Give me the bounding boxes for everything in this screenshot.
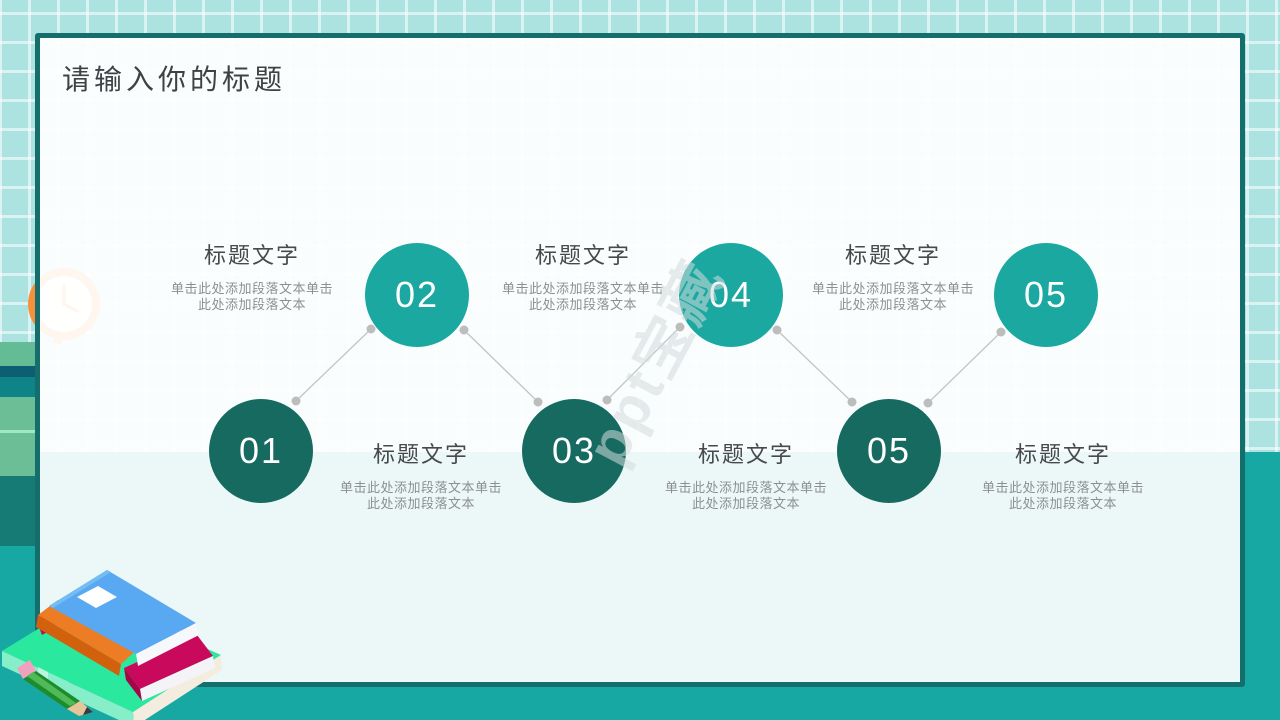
step-desc-line2: 此处添加段落文本 [1008, 496, 1117, 511]
step-heading: 标题文字 [697, 442, 794, 467]
step-heading: 标题文字 [1014, 442, 1111, 467]
step-circle-05-bottom: 05 [837, 399, 941, 503]
step-number: 04 [708, 274, 754, 315]
page-title: 请输入你的标题 [62, 64, 287, 95]
step-desc-line1: 单击此处添加段落文本单击 [981, 480, 1144, 495]
step-description: 单击此处添加段落文本单击 此处添加段落文本 [768, 281, 1018, 313]
step-description: 单击此处添加段落文本单击 此处添加段落文本 [296, 480, 546, 512]
step-desc-line2: 此处添加段落文本 [366, 496, 475, 511]
step-circle-04: 04 [679, 243, 783, 347]
bookshelf-strip [0, 433, 35, 476]
step-text-04: 标题文字 单击此处添加段落文本单击 此处添加段落文本 [458, 238, 708, 313]
step-heading: 标题文字 [372, 442, 469, 467]
step-text-02: 标题文字 单击此处添加段落文本单击 此处添加段落文本 [127, 238, 377, 313]
step-desc-line2: 此处添加段落文本 [838, 297, 947, 312]
step-circle-05-top: 05 [994, 243, 1098, 347]
step-number: 01 [238, 430, 284, 471]
step-desc-line1: 单击此处添加段落文本单击 [170, 281, 333, 296]
step-heading: 标题文字 [844, 243, 941, 268]
step-circle-01: 01 [209, 399, 313, 503]
step-desc-line1: 单击此处添加段落文本单击 [501, 281, 664, 296]
bookshelf-strip [0, 430, 35, 433]
step-desc-line1: 单击此处添加段落文本单击 [664, 480, 827, 495]
step-description: 单击此处添加段落文本单击 此处添加段落文本 [621, 480, 871, 512]
step-description: 单击此处添加段落文本单击 此处添加段落文本 [127, 281, 377, 313]
step-heading: 标题文字 [203, 243, 300, 268]
step-description: 单击此处添加段落文本单击 此处添加段落文本 [458, 281, 708, 313]
step-desc-line1: 单击此处添加段落文本单击 [811, 281, 974, 296]
step-text-05-bottom: 标题文字 单击此处添加段落文本单击 此处添加段落文本 [938, 437, 1188, 512]
step-desc-line1: 单击此处添加段落文本单击 [339, 480, 502, 495]
step-circle-03: 03 [522, 399, 626, 503]
step-desc-line2: 此处添加段落文本 [528, 297, 637, 312]
step-number: 03 [551, 430, 597, 471]
step-desc-line2: 此处添加段落文本 [197, 297, 306, 312]
step-desc-line2: 此处添加段落文本 [691, 496, 800, 511]
bookshelf-strip [0, 366, 35, 377]
step-text-03: 标题文字 单击此处添加段落文本单击 此处添加段落文本 [621, 437, 871, 512]
bookshelf-strip [0, 342, 35, 366]
book-blue [49, 570, 199, 666]
step-description: 单击此处添加段落文本单击 此处添加段落文本 [938, 480, 1188, 512]
step-text-05-top: 标题文字 单击此处添加段落文本单击 此处添加段落文本 [768, 238, 1018, 313]
bookshelf-strip [0, 377, 35, 397]
bookshelf-strip [0, 476, 35, 546]
step-number: 05 [866, 430, 912, 471]
step-number: 02 [394, 274, 440, 315]
step-heading: 标题文字 [534, 243, 631, 268]
books-illustration [2, 570, 222, 720]
step-text-01: 标题文字 单击此处添加段落文本单击 此处添加段落文本 [296, 437, 546, 512]
step-circle-02: 02 [365, 243, 469, 347]
step-number: 05 [1023, 274, 1069, 315]
pencil-icon [17, 660, 93, 716]
bookshelf-strip [0, 397, 35, 430]
